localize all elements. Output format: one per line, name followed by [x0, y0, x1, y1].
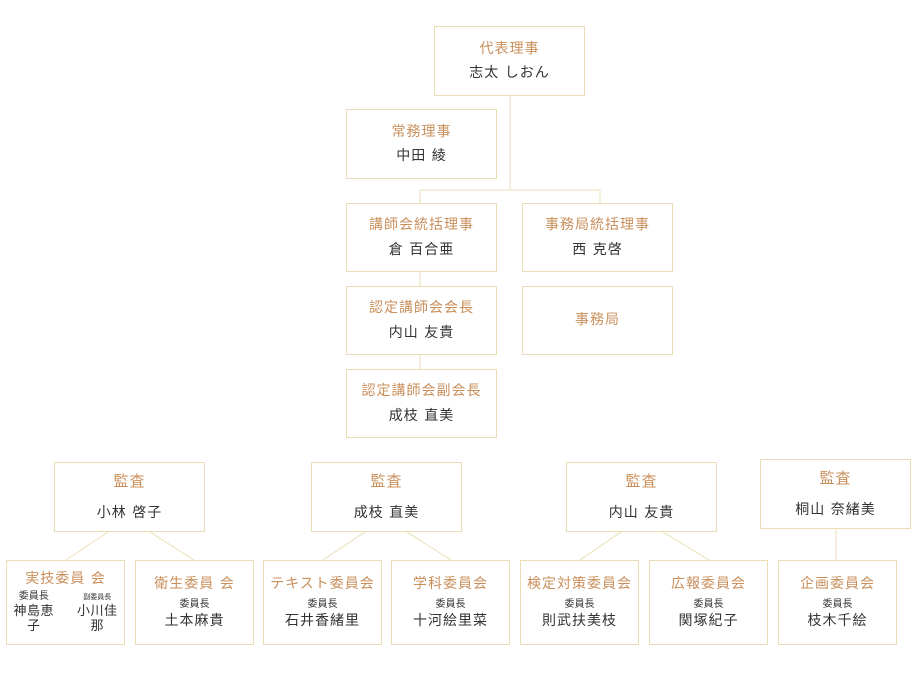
node-person: 石井香緒里 [285, 612, 360, 629]
node-person: 十河絵里菜 [413, 612, 488, 629]
node-person: 関塚紀子 [678, 612, 739, 629]
node-person: 桐山 奈緒美 [795, 501, 876, 518]
node-person: 西 克啓 [572, 241, 623, 258]
node-role: 委員長 [564, 598, 595, 610]
node-committee-exam-prep: 検定対策委員会 委員長 則武扶美枝 [520, 560, 639, 645]
node-person: 神島恵子 [13, 603, 54, 634]
node-title: 監査 [819, 469, 852, 488]
node-title: 学科委員会 [413, 576, 488, 593]
node-person: 倉 百合亜 [388, 241, 455, 258]
node-title: 認定講師会会長 [369, 300, 474, 317]
node-person: 小川佳那 [76, 603, 118, 634]
node-title: 監査 [113, 472, 146, 491]
node-lecturer-general-director: 講師会統括理事 倉 百合亜 [346, 203, 497, 272]
node-auditor-3: 監査 内山 友貴 [566, 462, 717, 532]
node-role: 副委員長 [83, 592, 112, 601]
node-title: 実技委員 会 [25, 570, 106, 587]
node-title: 監査 [625, 472, 658, 491]
connector-auditor1-right [149, 531, 195, 561]
node-title: 監査 [370, 472, 403, 491]
officer-pair: 委員長 神島恵子 副委員長 小川佳那 [7, 591, 124, 635]
node-role: 委員長 [18, 590, 49, 602]
node-committee-practical: 実技委員 会 委員長 神島恵子 副委員長 小川佳那 [6, 560, 125, 645]
node-committee-hygiene: 衛生委員 会 委員長 土本麻貴 [135, 560, 254, 645]
node-person: 成枝 直美 [353, 504, 420, 521]
node-role: 委員長 [822, 598, 853, 610]
node-person: 中田 綾 [396, 148, 447, 164]
node-committee-textbook: テキスト委員会 委員長 石井香緒里 [263, 560, 382, 645]
chair-column: 委員長 神島恵子 [7, 591, 61, 635]
node-certified-lecturer-vice-chair: 認定講師会副会長 成枝 直美 [346, 369, 497, 438]
connector-auditor3-right [662, 531, 710, 561]
connector-auditor3-left [579, 531, 622, 561]
node-person: 則武扶美枝 [542, 612, 617, 629]
node-role: 委員長 [435, 598, 466, 610]
node-title: 広報委員会 [671, 576, 746, 593]
node-title: 認定講師会副会長 [361, 383, 482, 400]
node-auditor-2: 監査 成枝 直美 [311, 462, 462, 532]
node-committee-planning: 企画委員会 委員長 枝木千絵 [778, 560, 897, 645]
node-committee-pr: 広報委員会 委員長 関塚紀子 [649, 560, 768, 645]
node-person: 志太 しおん [469, 65, 550, 81]
node-role: 委員長 [307, 598, 338, 610]
node-title: 代表理事 [479, 40, 540, 57]
node-auditor-1: 監査 小林 啓子 [54, 462, 205, 532]
node-title: 事務局 [575, 312, 620, 329]
node-representative-director: 代表理事 志太 しおん [434, 26, 585, 96]
node-title: 検定対策委員会 [527, 576, 632, 593]
node-person: 成枝 直美 [388, 407, 455, 424]
node-title: 常務理事 [391, 123, 452, 140]
node-managing-director: 常務理事 中田 綾 [346, 109, 497, 179]
node-role: 委員長 [179, 598, 210, 610]
node-auditor-4: 監査 桐山 奈緒美 [760, 459, 911, 529]
node-role: 委員長 [693, 598, 724, 610]
node-title: 講師会統括理事 [369, 217, 474, 234]
node-title: テキスト委員会 [270, 576, 375, 593]
node-title: 事務局統括理事 [545, 217, 650, 234]
node-certified-lecturer-chair: 認定講師会会長 内山 友貴 [346, 286, 497, 355]
node-person: 土本麻貴 [164, 612, 225, 629]
vice-chair-column: 副委員長 小川佳那 [71, 592, 125, 635]
node-person: 内山 友貴 [388, 324, 455, 341]
node-office-general-director: 事務局統括理事 西 克啓 [522, 203, 673, 272]
connector-auditor2-left [322, 531, 366, 561]
node-committee-academic: 学科委員会 委員長 十河絵里菜 [391, 560, 510, 645]
node-person: 枝木千絵 [807, 612, 868, 629]
connector-auditor1-left [65, 531, 109, 561]
node-secretariat: 事務局 [522, 286, 673, 355]
node-person: 小林 啓子 [96, 504, 163, 521]
node-title: 企画委員会 [800, 576, 875, 593]
node-person: 内山 友貴 [608, 504, 675, 521]
connector-auditor2-right [406, 531, 452, 561]
node-title: 衛生委員 会 [154, 576, 235, 593]
